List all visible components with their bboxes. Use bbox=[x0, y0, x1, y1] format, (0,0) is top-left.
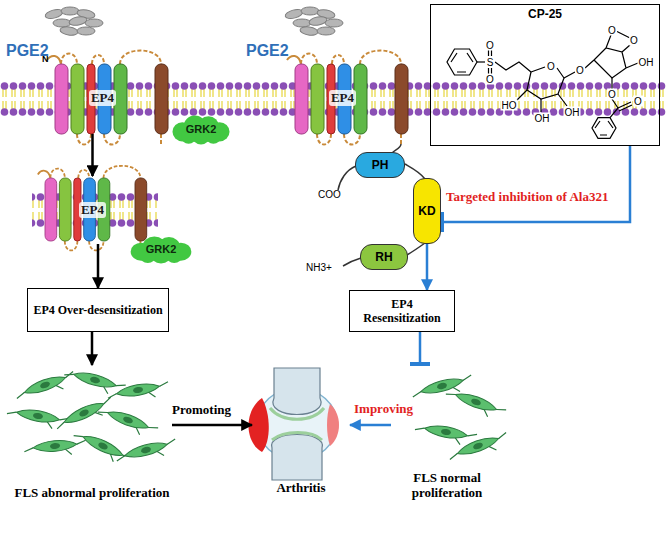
terminus-label: NH3+ bbox=[306, 262, 332, 273]
domain-box: RH bbox=[360, 244, 408, 270]
node-text: EP4 bbox=[89, 90, 116, 106]
connector-arrow bbox=[441, 146, 630, 222]
connector-arrow bbox=[97, 244, 100, 288]
atom-label: HO bbox=[501, 100, 518, 111]
connector-arrow bbox=[350, 424, 391, 427]
node-text: FLS abnormal proliferation bbox=[14, 485, 169, 501]
receptor: EP4 bbox=[45, 176, 140, 244]
edge-label: Targeted inhibition of Ala321 bbox=[444, 189, 610, 205]
arthritis-joint bbox=[249, 368, 340, 480]
cell-group: FLS abnormal proliferation bbox=[12, 365, 172, 505]
connector-arrow bbox=[91, 332, 94, 365]
node-text: PH bbox=[372, 158, 389, 172]
receptor: EP4 bbox=[55, 62, 150, 134]
atom-label: O bbox=[485, 40, 495, 51]
atom-label: O bbox=[546, 61, 556, 72]
kinase-cloud: GRK2 bbox=[128, 236, 194, 264]
node-text: EP4 bbox=[329, 90, 356, 106]
cell-membrane bbox=[0, 82, 666, 227]
node-text: EP4 Resensitization bbox=[354, 297, 450, 326]
process-box: EP4 Over-desensitization bbox=[27, 288, 169, 332]
node-text: EP4 Over-desensitization bbox=[33, 303, 162, 317]
edge-label: Improving bbox=[352, 401, 415, 417]
connector-arrow bbox=[91, 134, 94, 176]
atom-label: O bbox=[607, 89, 617, 100]
terminus-label: N bbox=[42, 54, 49, 64]
connector-arrow bbox=[172, 424, 252, 427]
joint-figure: Arthritis bbox=[252, 368, 350, 500]
atom-label: O bbox=[607, 25, 617, 36]
atom-label: OH bbox=[534, 113, 551, 124]
atom-label: S bbox=[486, 57, 495, 68]
process-box: EP4 Resensitization bbox=[349, 290, 455, 332]
kinase-cloud: GRK2 bbox=[170, 115, 232, 145]
edge-label: Promoting bbox=[170, 402, 233, 418]
connector-arrow bbox=[426, 244, 429, 290]
atom-label: O bbox=[629, 35, 639, 46]
cell-group: FLS normal proliferation bbox=[391, 365, 503, 505]
cp25-structure bbox=[447, 31, 638, 138]
node-text: GRK2 bbox=[186, 123, 217, 136]
fls-cells bbox=[6, 367, 511, 468]
atom-label: O bbox=[575, 65, 585, 76]
node-text: GRK2 bbox=[146, 243, 177, 256]
node-text: EP4 bbox=[79, 202, 106, 218]
node-text: Arthritis bbox=[276, 480, 325, 496]
atom-label: O bbox=[633, 96, 643, 107]
atom-label: OH bbox=[638, 57, 655, 68]
compound-box: CP-25 bbox=[430, 4, 660, 146]
atom-label: O bbox=[485, 74, 495, 85]
node-text: KD bbox=[418, 204, 435, 218]
node-text: RH bbox=[375, 250, 392, 264]
prostaglandin-molecules bbox=[44, 7, 343, 36]
atom-label: OH bbox=[564, 107, 581, 118]
connector-arrow bbox=[419, 332, 422, 365]
node-text: FLS normal proliferation bbox=[391, 470, 503, 501]
ep4-receptor bbox=[38, 51, 408, 251]
molecule-name: PGE2 bbox=[246, 42, 289, 60]
domain-box: PH bbox=[355, 152, 405, 178]
node-text: CP-25 bbox=[528, 7, 562, 21]
receptor: EP4 bbox=[295, 62, 390, 134]
terminus-label: COO bbox=[318, 189, 341, 200]
domain-box: KD bbox=[413, 178, 441, 244]
